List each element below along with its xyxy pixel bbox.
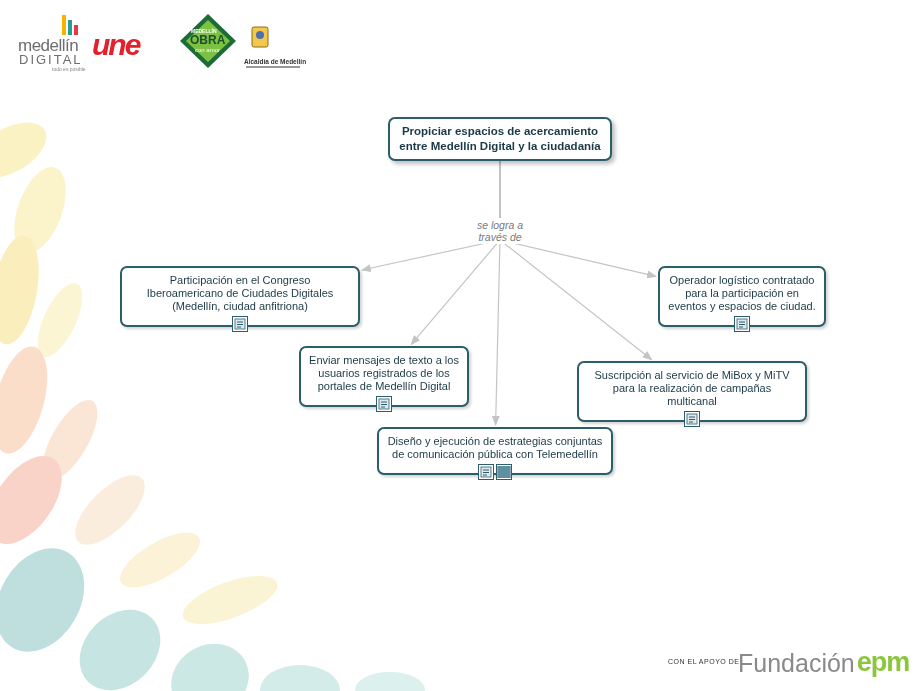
document-icon (376, 396, 392, 412)
link-line (496, 161, 500, 425)
concept-text: Suscripción al servicio de MiBox y MiTV … (587, 369, 797, 408)
sponsor-text: CON EL APOYO DE: (668, 658, 742, 665)
logo-tagline: todo es posible (52, 66, 86, 72)
logo-text: con amor (195, 47, 220, 53)
logo-text: DIGITAL (19, 52, 83, 67)
concept-text: Propiciar espacios de acercamiento entre… (398, 124, 602, 154)
concept-text: Enviar mensajes de texto a los usuarios … (309, 354, 459, 393)
concept-text: Participación en el Congreso Iberoameric… (130, 274, 350, 313)
link-line (500, 161, 652, 360)
sponsor-logo: epm (857, 647, 910, 677)
logo-text: OBRA (190, 34, 225, 46)
link-line (362, 161, 500, 270)
document-icon (232, 316, 248, 332)
concept-box: Diseño y ejecución de estrategias conjun… (377, 427, 613, 475)
document-video-icons (478, 464, 512, 480)
link-line (411, 161, 500, 344)
document-icon (684, 411, 700, 427)
main-concept-box: Propiciar espacios de acercamiento entre… (388, 117, 612, 161)
document-icon (734, 316, 750, 332)
concept-text: Diseño y ejecución de estrategias conjun… (387, 435, 603, 461)
concept-text: Operador logístico contratado para la pa… (668, 274, 816, 313)
logo-text: une (92, 30, 139, 60)
linking-phrase: se logra a través de (466, 218, 534, 244)
sponsor-logo: Fundación (738, 649, 855, 677)
logo-text: Alcaldía de Medellín (244, 58, 306, 65)
